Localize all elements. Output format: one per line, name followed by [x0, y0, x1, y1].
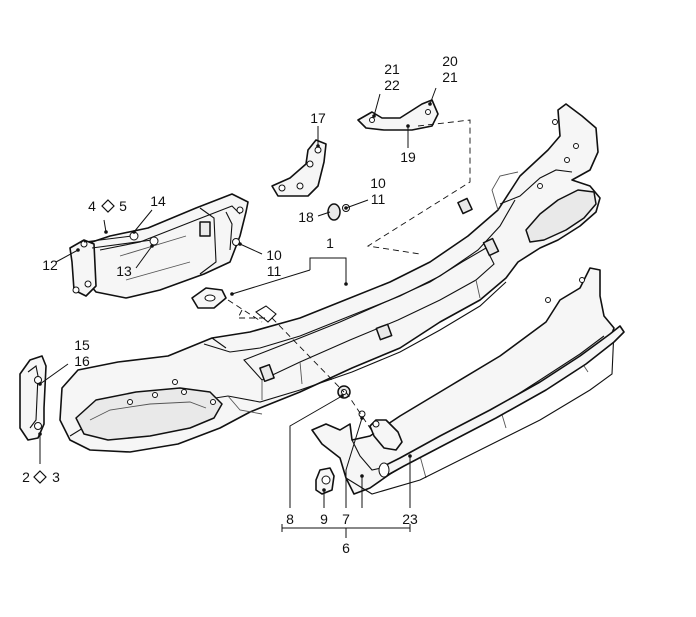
label-10-left: 10 [266, 247, 282, 263]
label-23: 23 [402, 511, 418, 527]
label-6: 6 [342, 540, 350, 556]
bumper-cover [59, 103, 601, 453]
label-8: 8 [286, 511, 294, 527]
label-20: 20 [442, 53, 458, 69]
label-5: 5 [119, 198, 127, 214]
label-15: 15 [74, 337, 90, 353]
label-21-left: 21 [384, 61, 400, 77]
label-21-right: 21 [442, 69, 458, 85]
plate-bracket [271, 139, 327, 197]
label-10-right: 10 [370, 175, 386, 191]
mounting-bracket-assembly [69, 193, 249, 299]
side-bracket [19, 355, 47, 441]
leader-lines [38, 87, 437, 538]
label-11-right: 11 [371, 191, 386, 207]
label-14: 14 [150, 193, 166, 209]
clip-plate [191, 287, 277, 323]
label-9: 9 [320, 511, 328, 527]
label-11-left: 11 [267, 263, 282, 279]
label-7: 7 [342, 511, 350, 527]
label-4: 4 [88, 198, 96, 214]
assembly-guide-lines [227, 119, 471, 435]
label-1: 1 [326, 235, 334, 251]
upper-bracket [357, 99, 439, 131]
callout-labels: 1 2 3 4 5 6 7 8 9 10 11 10 11 12 13 14 1… [22, 53, 458, 556]
diamond-separator-icon [33, 199, 115, 484]
label-17: 17 [310, 110, 326, 126]
label-12: 12 [42, 257, 58, 273]
label-19: 19 [400, 149, 416, 165]
trim-strip [378, 325, 625, 478]
label-3: 3 [52, 469, 60, 485]
label-22: 22 [384, 77, 400, 93]
label-13: 13 [116, 263, 132, 279]
label-18: 18 [298, 209, 314, 225]
label-2: 2 [22, 469, 30, 485]
label-16: 16 [74, 353, 90, 369]
